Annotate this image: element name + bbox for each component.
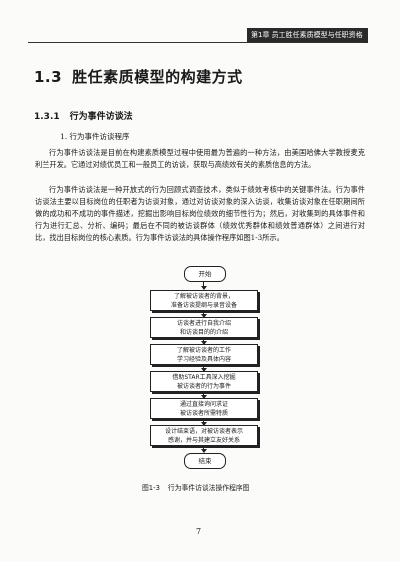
flow-step-4: 借助STAR工具深入挖掘 被访谈者的行为事件 (150, 371, 258, 392)
flow-step-line: 访谈者进行自我介绍 (176, 320, 231, 327)
running-head: 第1章 员工胜任素质模型与任职资格 (247, 28, 363, 42)
flow-step-line: 通过直接询问求证 (179, 401, 228, 408)
flow-step-line: 了解被访谈者的背景， (173, 293, 234, 300)
flow-step-line: 和访谈目的的介绍 (179, 329, 228, 336)
section-title: 1.3 胜任素质模型的构建方式 (34, 66, 243, 87)
figure-caption: 图1-3 行为事件访谈法操作程序图 (142, 482, 249, 492)
flow-step-line: 被访谈者所需特质 (179, 410, 228, 417)
running-head-marker (363, 28, 368, 43)
flow-step-3: 了解被访谈者的工作 学习经验及具体内容 (150, 344, 258, 365)
section-title-text: 胜任素质模型的构建方式 (72, 68, 243, 86)
flow-arrow (200, 447, 207, 453)
flow-arrow (200, 366, 207, 372)
flowchart: 开始 了解被访谈者的背景， 准备访谈提纲与录音设备 访谈者进行自我介绍 和访谈目… (130, 266, 278, 476)
flow-arrow (200, 420, 207, 426)
flow-end-terminal: 结束 (184, 453, 226, 469)
subsection-number: 1.3.1 (34, 112, 60, 122)
subsection-title-text: 行为事件访谈法 (69, 112, 133, 122)
flow-step-line: 被访谈者的行为事件 (176, 383, 231, 390)
subsection-title: 1.3.1 行为事件访谈法 (34, 109, 133, 122)
flow-step-5: 通过直接询问求证 被访谈者所需特质 (150, 398, 258, 419)
figure-caption-text: 行为事件访谈法操作程序图 (167, 484, 250, 492)
page-number: 7 (196, 527, 202, 536)
flow-arrow (200, 339, 207, 345)
item-title: 1. 行为事件访谈程序 (60, 132, 130, 141)
flow-start-terminal: 开始 (184, 266, 226, 282)
flow-arrow (200, 281, 207, 290)
section-number: 1.3 (34, 68, 63, 86)
figure-number: 图1-3 (142, 484, 160, 492)
flow-arrow (200, 393, 207, 399)
paragraph-1: 行为事件访谈法是目前在构建素质模型过程中使用最为普遍的一种方法，由美国哈佛大学教… (35, 148, 365, 169)
flow-step-line: 学习经验及具体内容 (176, 356, 231, 363)
flow-step-line: 设计结束语，对被访谈者表示 (164, 428, 243, 435)
flow-step-line: 了解被访谈者的工作 (176, 347, 231, 354)
flow-step-2: 访谈者进行自我介绍 和访谈目的的介绍 (150, 317, 258, 338)
flow-arrow (200, 312, 207, 318)
flow-step-line: 准备访谈提纲与录音设备 (170, 302, 237, 309)
flow-step-1: 了解被访谈者的背景， 准备访谈提纲与录音设备 (150, 290, 258, 311)
flow-step-line: 借助STAR工具深入挖掘 (172, 374, 236, 381)
paragraph-2: 行为事件访谈法是一种开放式的行为回顾式调查技术，类似于绩效考核中的关键事件法。行… (35, 185, 365, 242)
flow-step-line: 感谢，并与其建立友好关系 (167, 437, 240, 444)
header-rule (28, 42, 363, 43)
flow-step-6: 设计结束语，对被访谈者表示 感谢，并与其建立友好关系 (150, 425, 258, 446)
